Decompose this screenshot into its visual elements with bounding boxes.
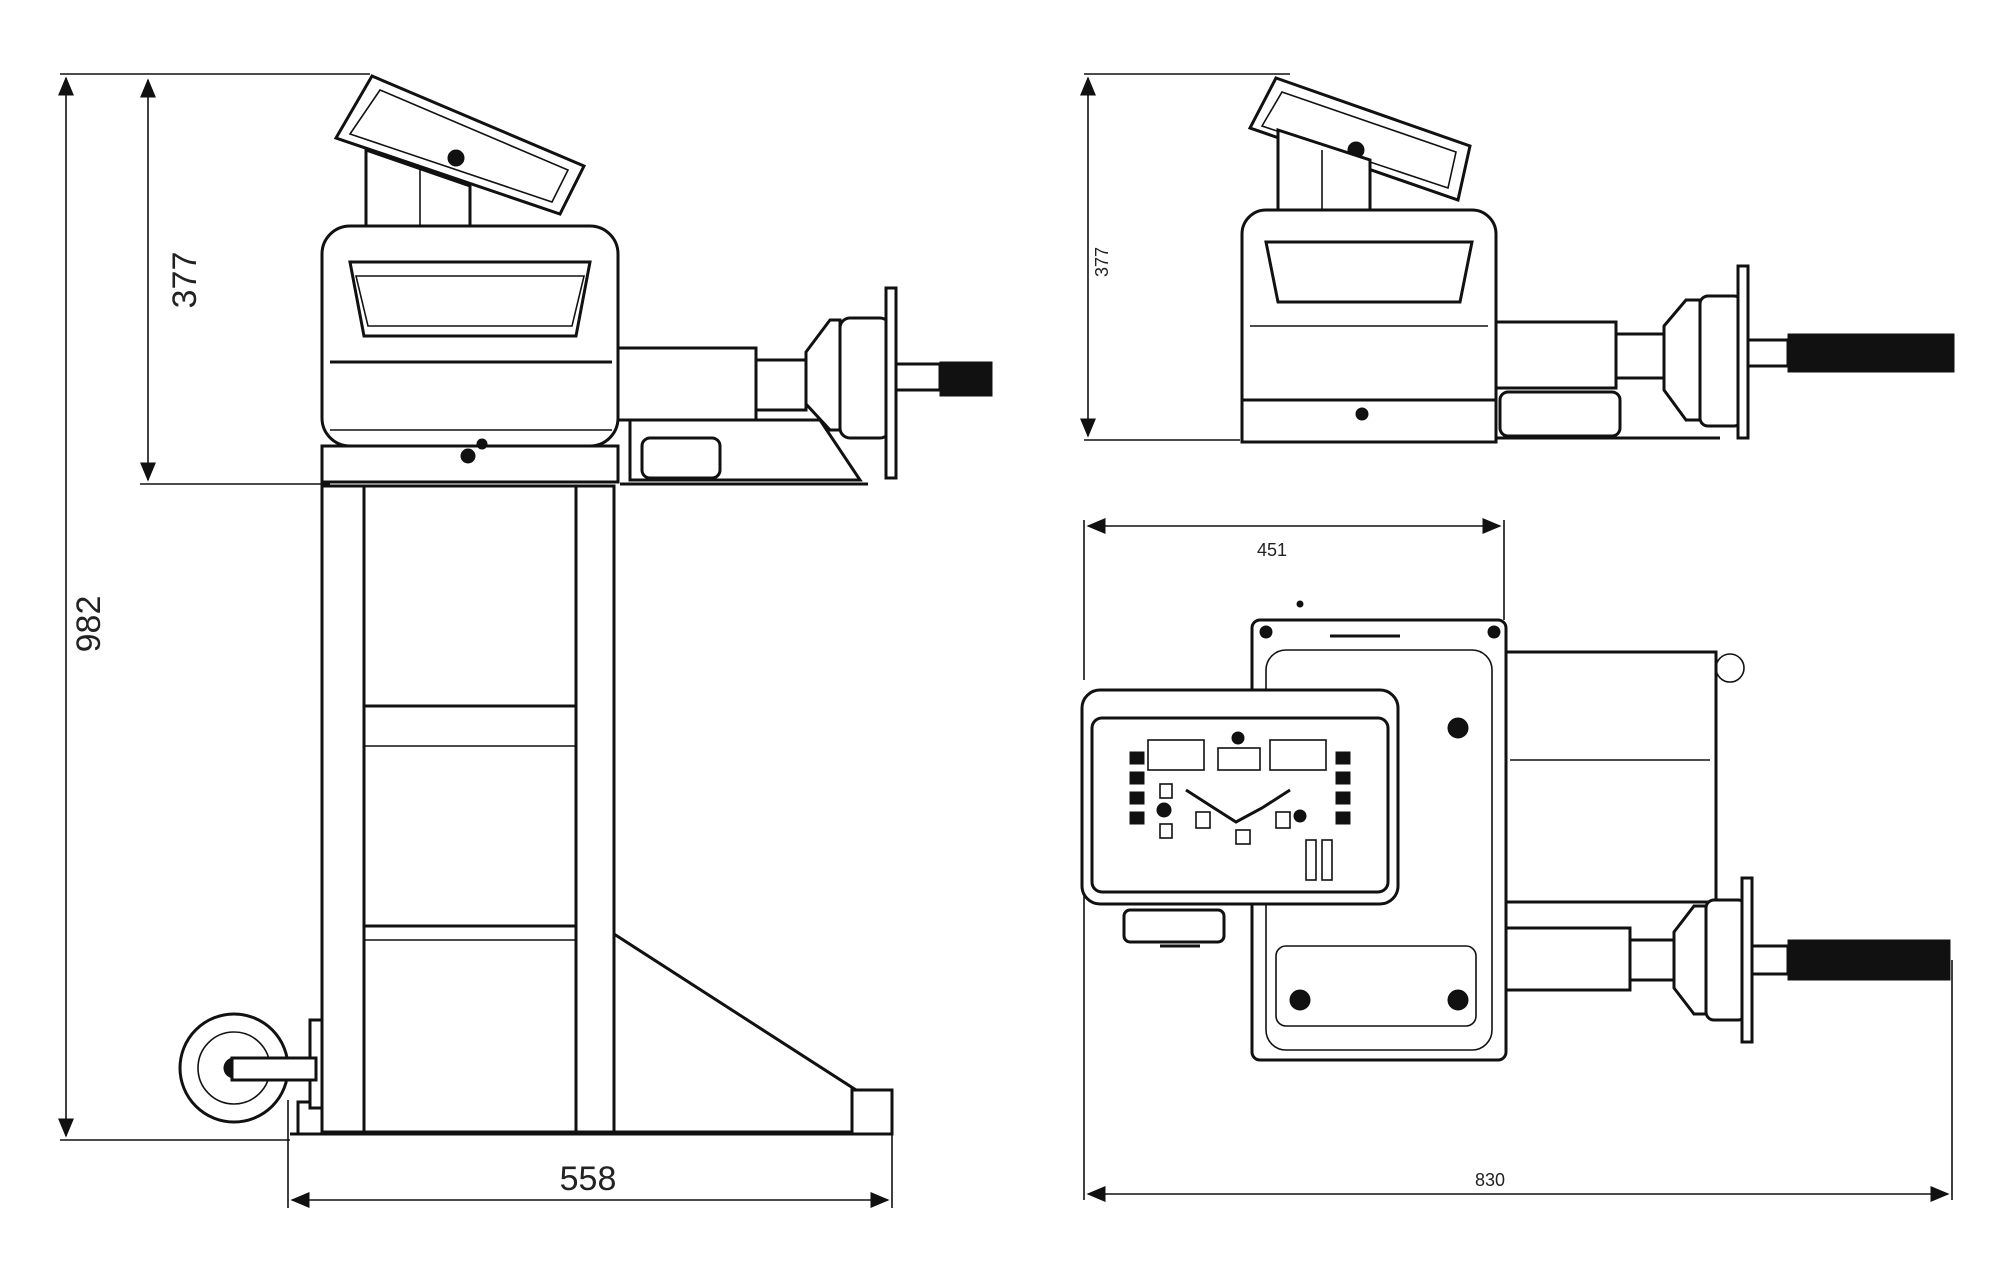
control-panel <box>1080 688 1400 906</box>
dimension-rear-head-height: 377 <box>1080 73 1290 441</box>
dimension-head-height: 377 <box>140 78 330 485</box>
label-rear-head-height: 377 <box>1092 247 1112 277</box>
display-window-left <box>1147 739 1205 771</box>
display-monitor <box>333 74 587 242</box>
cabinet-body <box>290 484 894 1136</box>
top-shaft-guard <box>1504 650 1745 904</box>
label-base-width: 558 <box>560 1160 617 1198</box>
display-window-right <box>1269 739 1327 771</box>
threaded-shaft <box>939 361 993 397</box>
rear-machine-head <box>1240 208 1498 444</box>
wheel-profile-diagram <box>1156 783 1333 881</box>
balancer-shaft <box>616 286 993 486</box>
panel-keys-right <box>1335 751 1351 825</box>
dimension-depth: 451 <box>1083 518 1505 680</box>
label-overall-width: 830 <box>1475 1170 1505 1190</box>
label-head-height: 377 <box>166 252 204 309</box>
dimension-base-width: 558 <box>287 1090 893 1208</box>
transport-wheel <box>178 1012 318 1124</box>
top-balancer-shaft <box>1504 876 1951 1044</box>
rear-display-monitor <box>1247 76 1472 224</box>
label-depth: 451 <box>1257 540 1287 560</box>
weight-tray <box>1122 908 1226 948</box>
side-view: 982 377 558 <box>58 73 993 1208</box>
dimension-overall-width: 830 <box>1083 880 1953 1202</box>
machine-head <box>320 224 620 484</box>
rear-view: 377 <box>1080 73 1955 444</box>
display-window-center <box>1217 731 1261 771</box>
top-view: 451 830 <box>1080 518 1953 1202</box>
dimension-overall-height: 982 <box>58 73 370 1141</box>
label-overall-height: 982 <box>70 596 108 653</box>
panel-keys-left <box>1129 751 1145 825</box>
rear-balancer-shaft <box>1494 264 1955 440</box>
